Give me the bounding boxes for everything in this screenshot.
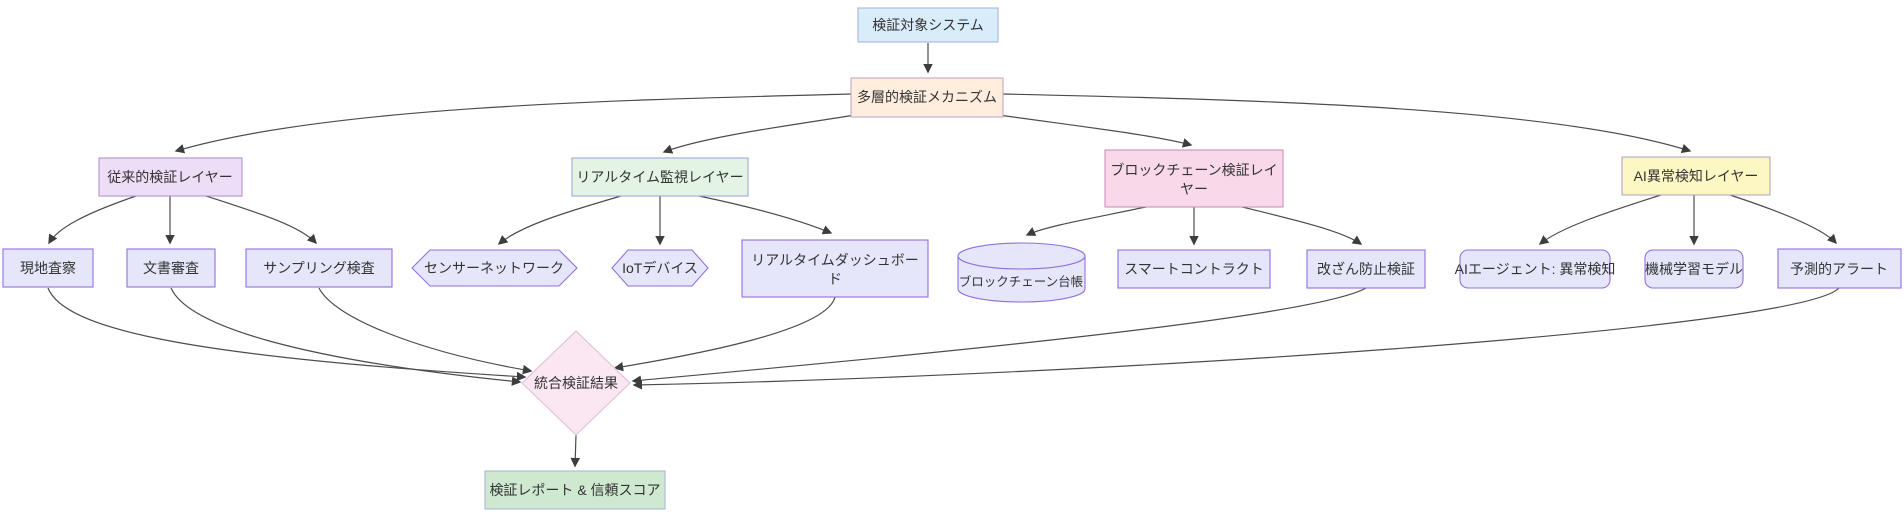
node-predictive: 予測的アラート <box>1777 248 1902 289</box>
node-sensor: センサーネットワーク <box>411 249 578 287</box>
node-dashboard-label-line1: リアルタイムダッシュボー <box>751 252 919 268</box>
node-system: 検証対象システム <box>857 7 999 43</box>
edge-mechanism-ai <box>1002 93 1692 154</box>
node-document-shape <box>126 248 216 288</box>
edge-sampling-result <box>318 287 533 375</box>
node-ai-agent-label: AIエージェント: 異常検知 <box>1455 261 1616 277</box>
node-result-label: 統合検証結果 <box>534 375 618 391</box>
edge-realtime-dashboard <box>698 195 833 235</box>
node-smart-contract-label: スマートコントラクト <box>1124 261 1264 277</box>
node-smart-contract: スマートコントラクト <box>1117 249 1271 289</box>
node-ledger: ブロックチェーン台帳 <box>957 242 1086 303</box>
node-sampling-shape <box>245 248 393 288</box>
node-system-shape <box>857 7 999 43</box>
node-ai-layer-label: AI異常検知レイヤー <box>1634 168 1759 184</box>
node-mechanism: 多層的検証メカニズム <box>850 77 1004 118</box>
node-smart-contract-shape <box>1117 249 1271 289</box>
node-document-label: 文書審査 <box>143 260 199 276</box>
node-onsite: 現地査察 <box>2 248 94 288</box>
node-blockchain-layer: ブロックチェーン検証レイ ヤー <box>1104 149 1284 208</box>
edge-blockchain-ledger <box>1025 206 1147 236</box>
node-tamper-label: 改ざん防止検証 <box>1317 261 1415 277</box>
node-blockchain-layer-shape <box>1104 149 1284 208</box>
node-iot: IoTデバイス <box>611 249 709 287</box>
edges <box>47 43 1840 468</box>
node-onsite-label: 現地査察 <box>20 260 76 276</box>
node-realtime-layer-label: リアルタイム監視レイヤー <box>576 169 743 185</box>
node-report-shape <box>484 470 666 510</box>
edge-dashboard-result <box>613 296 836 372</box>
node-tamper: 改ざん防止検証 <box>1306 249 1426 289</box>
node-realtime-layer-shape <box>571 157 749 197</box>
node-mechanism-shape <box>850 77 1004 118</box>
edge-ai-predictive <box>1729 194 1837 245</box>
node-sensor-shape <box>411 249 578 287</box>
edge-mechanism-realtime <box>662 112 869 154</box>
node-traditional-layer-label: 従来的検証レイヤー <box>107 169 233 185</box>
edge-tamper-result <box>631 287 1367 386</box>
node-dashboard: リアルタイムダッシュボー ド <box>741 239 929 298</box>
node-dashboard-label-line2: ド <box>828 271 842 287</box>
edge-ai-aiagent <box>1538 194 1662 245</box>
node-ml-model: 機械学習モデル <box>1644 249 1744 289</box>
node-blockchain-layer-label-line1: ブロックチェーン検証レイ <box>1110 162 1277 178</box>
node-result: 統合検証結果 <box>521 330 631 436</box>
node-ledger-top <box>957 242 1086 270</box>
node-tamper-shape <box>1306 249 1426 289</box>
node-mechanism-label: 多層的検証メカニズム <box>857 89 997 105</box>
node-ai-agent-shape <box>1459 249 1611 289</box>
node-onsite-shape <box>2 248 94 288</box>
node-iot-shape <box>611 249 709 287</box>
node-iot-label: IoTデバイス <box>622 260 698 276</box>
node-sensor-label: センサーネットワーク <box>424 260 564 276</box>
node-ml-model-shape <box>1644 249 1744 289</box>
edge-predictive-result <box>632 287 1840 390</box>
node-dashboard-shape <box>741 239 929 298</box>
node-blockchain-layer-label-line2: ヤー <box>1180 181 1208 197</box>
node-ml-model-label: 機械学習モデル <box>1645 261 1743 277</box>
edge-blockchain-tamper <box>1241 206 1363 245</box>
edge-traditional-onsite <box>48 195 137 245</box>
node-result-shape <box>521 330 631 436</box>
edge-traditional-sampling <box>205 195 317 245</box>
edge-mechanism-traditional <box>174 93 852 154</box>
edge-onsite-result <box>47 287 527 382</box>
node-system-label: 検証対象システム <box>872 17 984 33</box>
node-sampling: サンプリング検査 <box>245 248 393 288</box>
node-ledger-label: ブロックチェーン台帳 <box>959 274 1083 289</box>
edge-result-report <box>570 434 581 468</box>
node-ai-agent: AIエージェント: 異常検知 <box>1455 249 1616 289</box>
node-sampling-label: サンプリング検査 <box>263 260 375 276</box>
edge-mechanism-blockchain <box>984 112 1193 148</box>
node-ai-layer-shape <box>1621 156 1771 196</box>
node-report-label: 検証レポート & 信頼スコア <box>489 482 660 498</box>
node-document: 文書審査 <box>126 248 216 288</box>
edge-realtime-sensor <box>497 195 622 245</box>
node-report: 検証レポート & 信頼スコア <box>484 470 666 510</box>
node-traditional-layer-shape <box>98 157 243 197</box>
node-realtime-layer: リアルタイム監視レイヤー <box>571 157 749 197</box>
node-ai-layer: AI異常検知レイヤー <box>1621 156 1771 196</box>
node-predictive-shape <box>1777 248 1902 289</box>
node-traditional-layer: 従来的検証レイヤー <box>98 157 243 197</box>
edge-document-result <box>170 287 522 386</box>
node-predictive-label: 予測的アラート <box>1790 261 1888 277</box>
